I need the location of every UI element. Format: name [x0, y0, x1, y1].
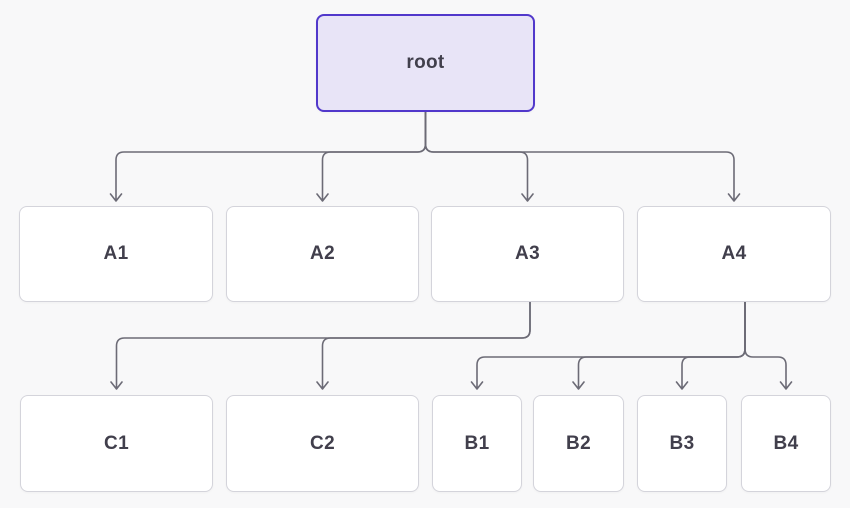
node-a2-label: A2 — [310, 243, 335, 264]
node-c1[interactable]: C1 — [20, 395, 213, 492]
node-a1-label: A1 — [103, 243, 129, 264]
node-root-label: root — [406, 52, 445, 73]
node-c2-label: C2 — [310, 432, 335, 454]
node-a4-label: A4 — [721, 243, 747, 264]
edge-a4-b1 — [470, 301, 746, 390]
edge-root-a3 — [424, 111, 534, 202]
node-a4[interactable]: A4 — [637, 206, 831, 302]
node-b1[interactable]: B1 — [432, 395, 522, 492]
node-a2[interactable]: A2 — [226, 206, 419, 302]
node-b3[interactable]: B3 — [637, 395, 727, 492]
node-a3[interactable]: A3 — [431, 206, 624, 302]
edge-root-a2 — [316, 111, 427, 202]
edge-a4-b3 — [675, 301, 746, 390]
edge-a4-b2 — [572, 301, 746, 390]
node-b2-label: B2 — [566, 432, 591, 454]
node-c2[interactable]: C2 — [226, 395, 419, 492]
node-b1-label: B1 — [464, 432, 490, 454]
node-c1-label: C1 — [104, 432, 129, 454]
node-a3-label: A3 — [515, 243, 540, 264]
node-b2[interactable]: B2 — [533, 395, 624, 492]
edge-a4-b4 — [744, 301, 793, 390]
edge-a3-c2 — [316, 301, 531, 390]
node-b3-label: B3 — [669, 432, 695, 454]
edge-root-a1 — [109, 111, 427, 202]
edge-root-a4 — [424, 111, 741, 202]
node-a1[interactable]: A1 — [19, 206, 213, 302]
edge-a3-c1 — [110, 301, 531, 390]
node-b4-label: B4 — [773, 432, 799, 454]
node-b4[interactable]: B4 — [741, 395, 831, 492]
node-root[interactable]: root — [316, 14, 535, 112]
